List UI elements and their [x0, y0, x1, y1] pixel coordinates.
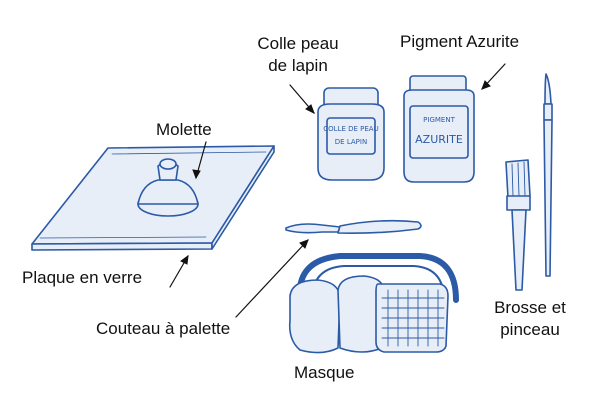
- pigment-jar: PIGMENT AZURITE: [403, 75, 475, 183]
- fine-brush-tip: [544, 73, 552, 105]
- mask-left-cartridge: [288, 279, 341, 354]
- label-brosse-line2: pinceau: [500, 320, 560, 339]
- pigment-jar-label: [409, 105, 469, 159]
- label-couteau: Couteau à palette: [96, 319, 231, 338]
- mask-center: [337, 275, 385, 353]
- mask-filter-grid: [381, 289, 445, 347]
- pigment-jar-label-line2: AZURITE: [415, 133, 463, 146]
- arrow-pigment-head: [481, 80, 491, 90]
- mask-strap-outer: [296, 253, 459, 303]
- arrow-glue-head: [305, 104, 315, 115]
- label-colle-line2: de lapin: [268, 56, 328, 75]
- flat-brush-bristle-lines: [511, 161, 526, 197]
- fine-brush-ferrule: [543, 103, 553, 121]
- muller-knob: [159, 158, 177, 170]
- label-pigment: Pigment Azurite: [400, 32, 520, 51]
- palette-knife-handle: [337, 219, 422, 234]
- fine-brush-handle: [543, 119, 553, 277]
- muller: [137, 158, 199, 217]
- palette-knife-blade: [285, 223, 341, 234]
- glass-plate-side: [211, 145, 275, 250]
- flat-brush-handle: [511, 209, 527, 291]
- flat-brush: [505, 159, 531, 291]
- glass-plate-edge: [31, 242, 213, 251]
- palette-knife: [285, 219, 422, 234]
- glue-jar-label: [326, 117, 376, 155]
- flat-brush-ferrule: [506, 195, 531, 211]
- arrow-plate-head: [180, 254, 189, 265]
- glue-jar-label-line1: COLLE DE PEAU: [323, 125, 378, 133]
- arrow-knife: [235, 239, 309, 318]
- glue-jar-body: [317, 103, 385, 181]
- label-brosse-line1: Brosse et: [494, 298, 566, 317]
- pigment-jar-body: [403, 89, 475, 183]
- label-molette: Molette: [156, 120, 212, 139]
- glue-jar: COLLE DE PEAU DE LAPIN: [317, 87, 385, 181]
- label-brosse: Brosse et pinceau: [484, 297, 576, 341]
- muller-body: [137, 179, 199, 205]
- label-colle-line1: Colle peau: [257, 34, 339, 53]
- glue-jar-label-line2: DE LAPIN: [335, 138, 367, 146]
- label-plaque: Plaque en verre: [22, 268, 143, 287]
- arrow-muller-head: [192, 169, 201, 180]
- label-colle: Colle peau de lapin: [248, 33, 348, 77]
- fine-brush: [543, 73, 553, 277]
- mask: [288, 253, 459, 354]
- arrows: [169, 63, 506, 318]
- label-masque: Masque: [294, 363, 355, 382]
- arrow-knife-head: [299, 239, 309, 249]
- pigment-jar-label-line1: PIGMENT: [423, 116, 455, 124]
- glass-plate-reflection: [39, 151, 267, 239]
